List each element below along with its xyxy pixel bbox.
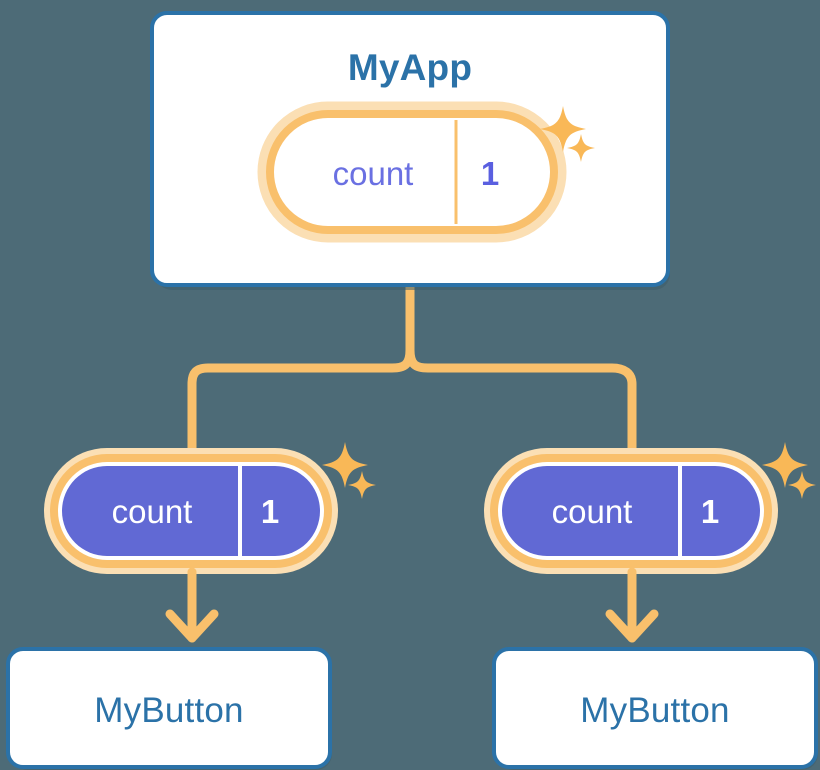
pill-value: 1 [261, 493, 279, 530]
pill-key: count [112, 493, 193, 530]
sparkle-icon [762, 442, 808, 488]
pill-key: count [552, 493, 633, 530]
sparkle-small-icon [788, 471, 816, 499]
sparkle-small-icon [567, 134, 595, 162]
pill-value: 1 [481, 155, 499, 192]
child-left-state-pill[interactable]: count 1 [44, 448, 338, 574]
sparkle-small-icon [348, 471, 376, 499]
child-right-sparkle-group [762, 442, 816, 499]
child-right-card[interactable] [492, 647, 818, 769]
child-right-card-title: MyButton [580, 691, 729, 730]
child-left-sparkle-group [322, 442, 376, 499]
arrow-head-right [605, 609, 659, 643]
child-left-card-title: MyButton [94, 691, 243, 730]
child-left-card[interactable] [6, 647, 332, 769]
pill-key: count [333, 155, 414, 192]
root-card-title: MyApp [348, 47, 472, 88]
root-sparkle-group [540, 106, 595, 162]
pill-border [266, 110, 558, 234]
child-right-state-pill[interactable]: count 1 [484, 448, 778, 574]
pill-fill [502, 466, 760, 556]
pill-fill [62, 466, 320, 556]
pill-halo [257, 101, 567, 243]
branch-right-path [405, 345, 637, 467]
root-state-pill[interactable]: count 1 [257, 101, 567, 243]
sparkle-icon [322, 442, 368, 488]
sparkle-icon [540, 106, 586, 152]
pill-value: 1 [701, 493, 719, 530]
arrow-head-left [165, 609, 219, 643]
